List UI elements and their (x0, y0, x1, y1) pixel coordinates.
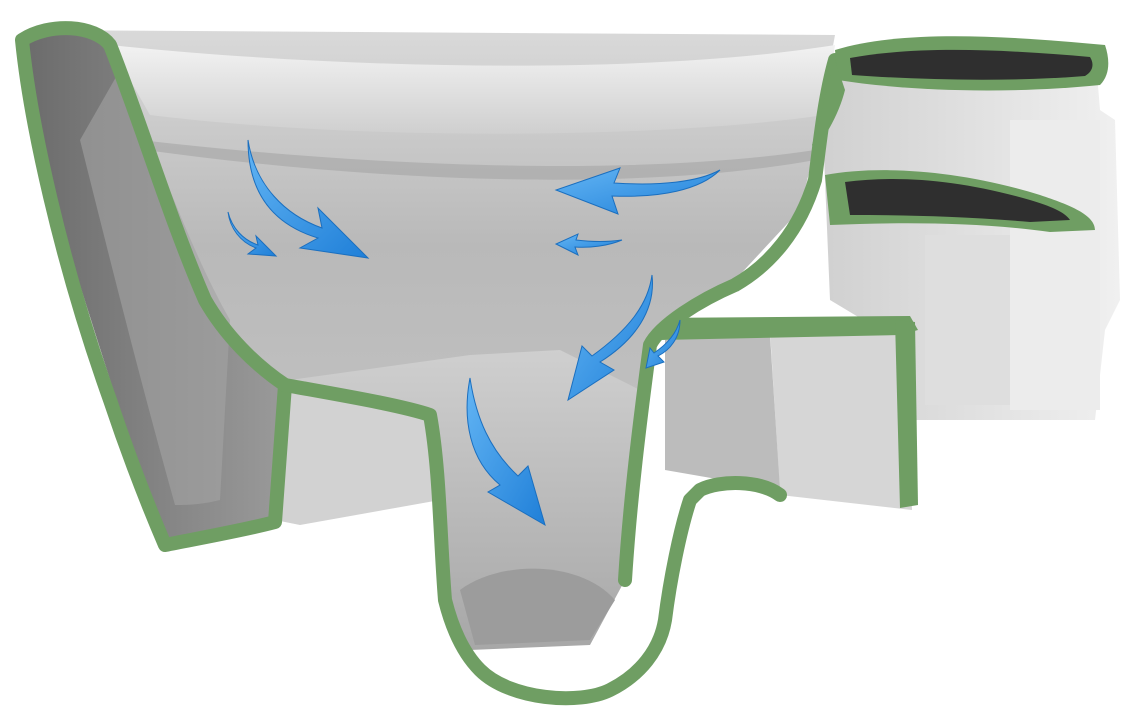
outlet-connector (650, 316, 918, 510)
